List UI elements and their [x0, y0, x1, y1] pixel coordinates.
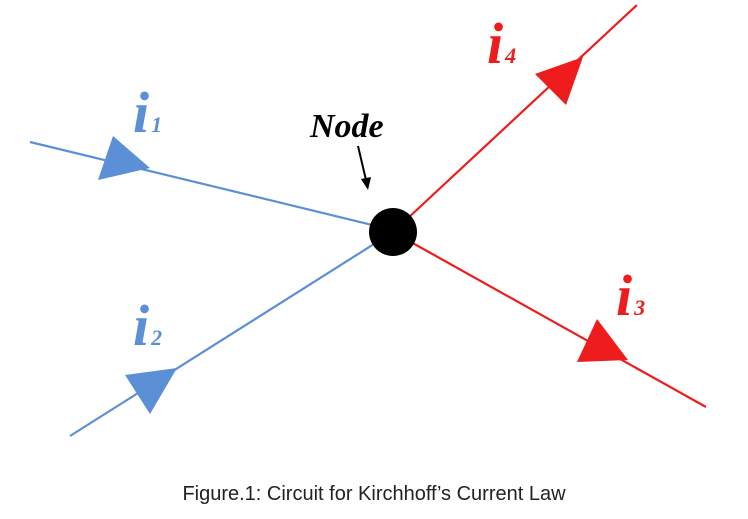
current-label-i4: i4: [487, 11, 516, 76]
current-i2-symbol: i: [133, 293, 149, 358]
current-i3-subscript: 3: [633, 295, 645, 320]
node-label: Node: [309, 108, 384, 145]
current-i2-subscript: 2: [150, 325, 162, 350]
branch-i4-arrow: [535, 57, 583, 105]
node-pointer-head: [361, 177, 371, 190]
current-label-i2: i2: [133, 293, 162, 358]
branch-i4-wire: [392, 4, 638, 233]
figure-caption: Figure.1: Circuit for Kirchhoff’s Curren…: [182, 483, 566, 505]
current-i3-symbol: i: [616, 263, 632, 328]
branch-i1-arrow: [98, 136, 150, 180]
branch-i2-wire: [69, 231, 394, 437]
node-junction: [369, 208, 417, 256]
current-i1-subscript: 1: [151, 112, 162, 137]
current-label-i3: i3: [616, 263, 645, 328]
current-label-i1: i1: [133, 80, 162, 145]
current-i1-symbol: i: [133, 80, 149, 145]
current-i4-symbol: i: [487, 11, 503, 76]
branch-i1-wire: [29, 140, 394, 232]
branch-i2-arrow: [125, 368, 177, 414]
branch-i3-wire: [392, 231, 707, 408]
node-pointer-line: [357, 145, 367, 181]
branch-i3-arrow: [577, 319, 628, 362]
current-i4-subscript: 4: [504, 43, 516, 68]
